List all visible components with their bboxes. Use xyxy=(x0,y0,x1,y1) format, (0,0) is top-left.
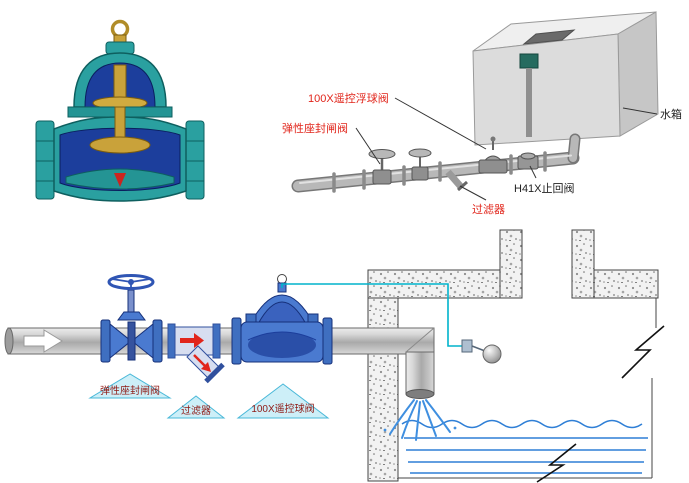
float-control-valve xyxy=(231,274,333,365)
gate-valve-handwheel xyxy=(107,274,155,290)
pipe-open-end xyxy=(4,327,14,355)
tank-opening xyxy=(522,29,576,45)
callout-triangles xyxy=(88,373,330,419)
label-float-valve: 100X遥控球阀 xyxy=(251,402,314,415)
water-tank-3d xyxy=(472,11,659,146)
installation-schematic: 弹性座封闸阀 过滤器 100X遥控球阀 xyxy=(4,229,665,483)
water-spray xyxy=(383,399,457,441)
manhole-left-wall xyxy=(499,229,523,299)
pipe-outlet xyxy=(405,389,435,399)
water-waves xyxy=(401,419,648,474)
float-valve-3d xyxy=(478,136,508,174)
valve-bonnet xyxy=(67,41,173,118)
tank-left-wall xyxy=(367,297,399,482)
gate-valve xyxy=(100,274,163,363)
gate-valve-3d xyxy=(368,149,396,185)
drop-pipe xyxy=(405,351,435,395)
main-pipe xyxy=(4,327,435,399)
tank-internal-valve xyxy=(519,53,539,69)
pilot-control-line xyxy=(281,283,502,364)
second-gate-valve-3d xyxy=(408,148,432,181)
manhole-right-wall xyxy=(571,229,595,299)
label-gate-valve: 弹性座封闸阀 xyxy=(100,384,160,397)
label-check-valve-3d: H41X止回阀 xyxy=(514,181,575,195)
strainer xyxy=(167,323,225,384)
flow-direction-arrows xyxy=(180,333,211,372)
label-strainer-3d: 过滤器 xyxy=(472,203,505,216)
break-symbols xyxy=(536,325,665,483)
valve-cutaway-illustration xyxy=(35,19,205,202)
float-ball xyxy=(482,344,502,364)
label-gate-valve-3d: 弹性座封闸阀 xyxy=(282,121,348,135)
pilot-valve xyxy=(461,339,473,353)
label-water-tank: 水箱 xyxy=(660,107,682,121)
label-float-valve-3d: 100X遥控浮球阀 xyxy=(308,91,389,105)
label-strainer: 过滤器 xyxy=(181,404,211,417)
check-valve-3d xyxy=(517,152,539,170)
lifting-eye-icon xyxy=(110,19,130,44)
installation-3d-view: 100X遥控浮球阀 弹性座封闸阀 水箱 H41X止回阀 过滤器 xyxy=(282,11,682,216)
leader-lines-3d xyxy=(355,97,658,201)
flow-arrow xyxy=(23,329,63,353)
strainer-3d xyxy=(445,169,468,192)
valve-body xyxy=(35,106,205,202)
valve-lifting-ring-icon xyxy=(277,274,287,284)
